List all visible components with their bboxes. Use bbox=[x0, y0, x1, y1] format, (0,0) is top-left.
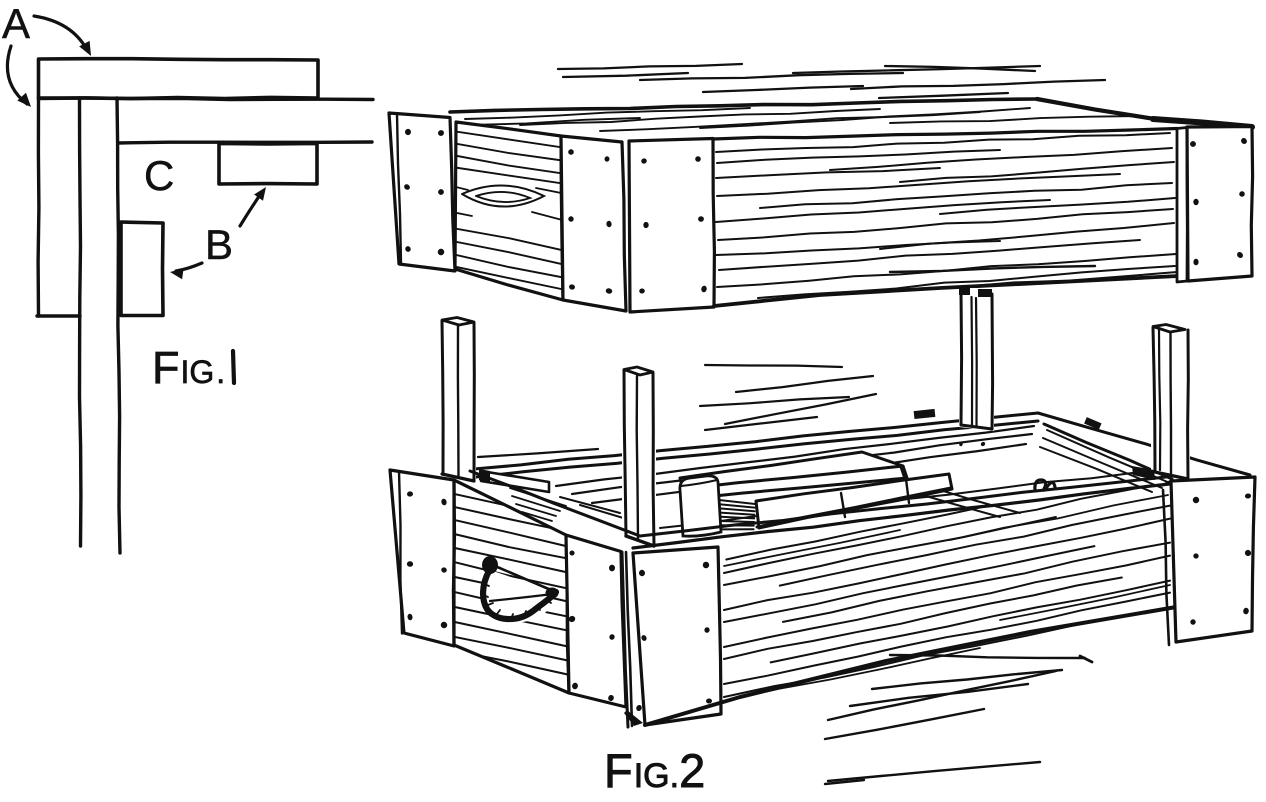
svg-text:FIG.2: FIG.2 bbox=[604, 744, 705, 797]
svg-text:A: A bbox=[2, 0, 30, 47]
svg-text:FIG.: FIG. bbox=[152, 342, 225, 393]
svg-text:C: C bbox=[144, 152, 174, 199]
svg-text:B: B bbox=[205, 221, 233, 268]
